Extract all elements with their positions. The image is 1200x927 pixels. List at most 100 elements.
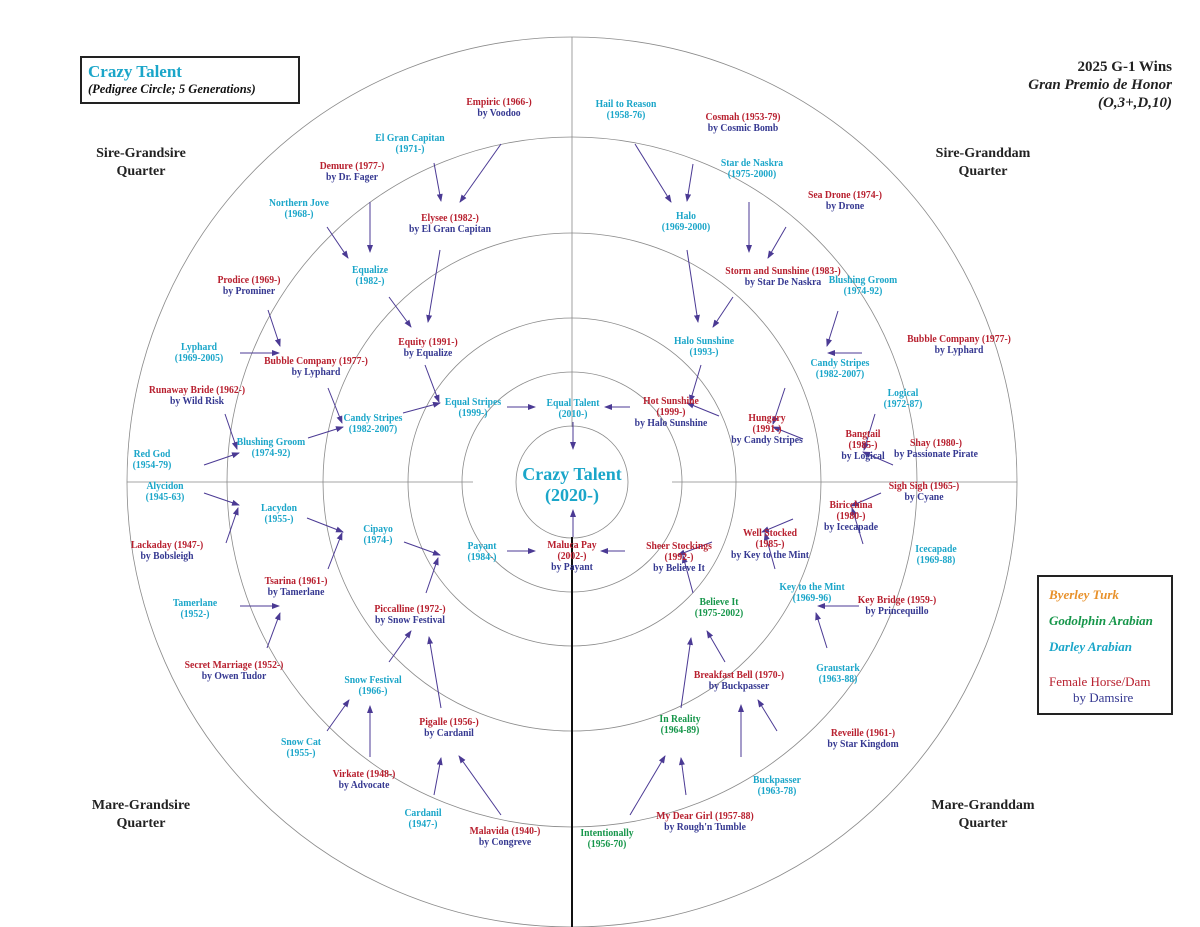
dam-node: Pigalle (1956-)by Cardanil (419, 717, 478, 739)
horse-name: Sheer Stockings (646, 540, 712, 552)
lineage-arrow (678, 757, 687, 796)
lineage-arrow (224, 413, 238, 450)
quarter-line: Quarter (958, 164, 1008, 179)
horse-dates: (1975-2002) (694, 607, 744, 619)
sire-node: Candy Stripes(1982-2007) (811, 358, 870, 380)
damsire-label: by Princequillo (865, 605, 929, 617)
lineage-arrow (862, 451, 894, 466)
horse-dates: (1952-) (180, 608, 210, 620)
dam-node: Biricchina(1980-)by Icecapade (824, 500, 878, 533)
lineage-arrow (826, 310, 839, 347)
horse-name: Lacydon (260, 502, 298, 514)
quarter-line: Sire-Grandsire (96, 146, 186, 161)
lineage-arrow (267, 309, 281, 347)
horse-dates: (1969-88) (916, 554, 956, 566)
lineage-arrow (757, 699, 778, 732)
lineage-arrow (634, 143, 672, 203)
title-horse-name: Crazy Talent (88, 62, 182, 81)
dam-node: Secret Marriage (1952-)by Owen Tudor (185, 660, 284, 682)
horse-dates: (1985-) (848, 439, 878, 451)
horse-name: Equal Stripes (444, 396, 502, 408)
horse-dates: (1982-2007) (815, 368, 865, 380)
title-subtitle: (Pedigree Circle; 5 Generations) (88, 82, 256, 96)
dam-node: Maluca Pay(2002-)by Payant (547, 540, 596, 573)
horse-name: Equity (1991-) (398, 336, 458, 348)
damsire-label: by Advocate (338, 779, 390, 791)
horse-dates: (1972-87) (883, 398, 923, 410)
lineage-arrow (458, 755, 502, 816)
lineage-arrow (326, 699, 350, 732)
damsire-label: by Wild Risk (170, 395, 224, 407)
horse-name: Equal Talent (546, 397, 600, 409)
horse-name: Icecapade (915, 543, 957, 555)
sire-node: Lyphard(1969-2005) (175, 342, 223, 364)
lineage-arrow (850, 492, 882, 507)
sire-node: Payant(1984-) (467, 541, 496, 563)
horse-name: Reveille (1961-) (830, 727, 896, 739)
lineage-arrow (851, 507, 864, 545)
quarter-line: Mare-Grandsire (91, 798, 191, 813)
lineage-arrow (306, 517, 344, 533)
lineage-arrow (433, 162, 443, 202)
lineage-arrow (677, 541, 713, 556)
horse-dates: (1982-2007) (348, 423, 398, 435)
lineage-arrow (459, 143, 502, 203)
sire-node: Lacydon(1955-) (261, 503, 297, 525)
horse-dates: (1966-) (358, 685, 388, 697)
horse-name: Blushing Groom (236, 436, 306, 448)
damsire-label: by Cyane (904, 491, 944, 503)
sire-node: Star de Naskra(1975-2000) (721, 158, 783, 180)
legend-box: Byerley Turk Godolphin Arabian Darley Ar… (1037, 575, 1173, 715)
sire-node: El Gran Capitan(1971-) (375, 133, 444, 155)
sire-node: Alycidon(1945-63) (146, 481, 185, 503)
horse-dates: (2002-) (557, 550, 587, 562)
lineage-arrow (425, 557, 439, 594)
damsire-label: by Passionate Pirate (894, 448, 978, 460)
dam-node: Virkate (1948-)by Advocate (333, 769, 396, 791)
sire-node: In Reality(1964-89) (659, 714, 700, 736)
horse-dates: (1999-) (458, 407, 488, 419)
horse-name: Buckpasser (753, 774, 801, 786)
legend-female-dam: Female Horse/Dam (1049, 674, 1151, 689)
horse-dates: (1963-78) (757, 785, 797, 797)
horse-name: Sea Drone (1974-) (807, 189, 883, 201)
lineage-arrow (685, 163, 694, 202)
damsire-label: by Drone (825, 200, 865, 212)
horse-name: Bangtail (845, 428, 881, 440)
lineage-arrow (706, 630, 726, 663)
lineage-arrow (629, 755, 666, 816)
sire-node: Hail to Reason(1958-76) (596, 99, 657, 121)
horse-name: Snow Cat (280, 736, 322, 748)
horse-name: Northern Jove (269, 197, 329, 209)
sire-node: Equal Talent(2010-) (546, 398, 599, 420)
horse-dates: (1999-) (656, 406, 686, 418)
sire-node: Icecapade(1969-88) (915, 544, 956, 566)
horse-dates: (1974-) (363, 534, 393, 546)
horse-name: Empiric (1966-) (466, 96, 532, 108)
horse-name: Cipayo (363, 523, 393, 535)
lineage-arrow (388, 296, 412, 328)
horse-name: Elysee (1982-) (421, 212, 479, 224)
race-name: Gran Premio de Honor (1028, 77, 1172, 93)
damsire-label: by Star Kingdom (827, 738, 899, 750)
damsire-label: by Logical (841, 450, 885, 462)
lineage-arrow (681, 555, 694, 594)
quarter-line: Quarter (116, 816, 166, 831)
damsire-label: by Star De Naskra (744, 276, 822, 288)
lineage-arrow (772, 387, 786, 425)
dam-node: Shay (1980-)by Passionate Pirate (894, 438, 978, 460)
lineage-arrow (680, 637, 693, 709)
horse-name: Key Bridge (1959-) (857, 594, 937, 606)
horse-dates: (1985-) (755, 538, 785, 550)
lineage-arrow (686, 402, 720, 417)
damsire-label: by Cosmic Bomb (707, 122, 779, 134)
dam-node: Demure (1977-)by Dr. Fager (320, 161, 385, 183)
quarter-line: Quarter (116, 164, 166, 179)
damsire-label: by Equalize (403, 347, 453, 359)
damsire-label: by Icecapade (823, 521, 879, 533)
horse-name: Tsarina (1961-) (264, 575, 328, 587)
dam-node: Empiric (1966-)by Voodoo (466, 97, 531, 119)
horse-name: Graustark (816, 662, 860, 674)
horse-name: Maluca Pay (547, 539, 597, 551)
dam-node: Sea Drone (1974-)by Drone (808, 190, 882, 212)
